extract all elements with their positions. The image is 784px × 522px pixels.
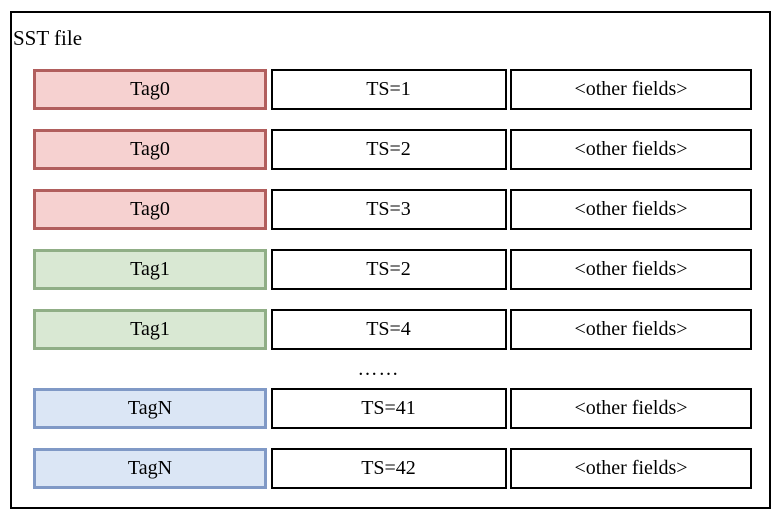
sst-record-row: Tag0 TS=2 <other fields> xyxy=(33,129,752,170)
other-fields-cell: <other fields> xyxy=(510,129,752,170)
other-fields-label: <other fields> xyxy=(574,457,688,479)
tag-cell: Tag1 xyxy=(33,249,267,290)
timestamp-label: TS=2 xyxy=(366,138,411,160)
timestamp-cell: TS=2 xyxy=(270,249,507,290)
diagram-title: SST file xyxy=(13,26,83,50)
timestamp-label: TS=1 xyxy=(366,78,411,100)
tag-label: Tag1 xyxy=(130,318,170,340)
timestamp-label: TS=4 xyxy=(366,318,411,340)
sst-record-row: Tag1 TS=4 <other fields> xyxy=(33,309,752,350)
tag-cell: Tag1 xyxy=(33,309,267,350)
sst-record-row: Tag0 TS=1 <other fields> xyxy=(33,69,752,110)
sst-record-row: Tag1 TS=2 <other fields> xyxy=(33,249,752,290)
other-fields-label: <other fields> xyxy=(574,397,688,419)
tag-label: Tag0 xyxy=(130,198,170,220)
other-fields-cell: <other fields> xyxy=(510,388,752,429)
other-fields-cell: <other fields> xyxy=(510,448,752,489)
other-fields-label: <other fields> xyxy=(574,258,688,280)
tag-cell: Tag0 xyxy=(33,69,267,110)
tag-label: TagN xyxy=(127,397,173,419)
timestamp-cell: TS=41 xyxy=(270,388,507,429)
other-fields-label: <other fields> xyxy=(574,318,688,340)
tag-label: Tag1 xyxy=(130,258,170,280)
tag-label: TagN xyxy=(127,457,173,479)
other-fields-cell: <other fields> xyxy=(510,69,752,110)
timestamp-cell: TS=4 xyxy=(270,309,507,350)
other-fields-cell: <other fields> xyxy=(510,189,752,230)
other-fields-label: <other fields> xyxy=(574,198,688,220)
tag-cell: Tag0 xyxy=(33,189,267,230)
sst-record-row: TagN TS=42 <other fields> xyxy=(33,448,752,489)
other-fields-label: <other fields> xyxy=(574,78,688,100)
rows-container: Tag0 TS=1 <other fields> Tag0 TS=2 <othe… xyxy=(33,69,752,489)
other-fields-cell: <other fields> xyxy=(510,249,752,290)
timestamp-label: TS=3 xyxy=(366,198,411,220)
sst-record-row: Tag0 TS=3 <other fields> xyxy=(33,189,752,230)
timestamp-label: TS=42 xyxy=(361,457,416,479)
timestamp-cell: TS=3 xyxy=(270,189,507,230)
sst-file-box: SST file Tag0 TS=1 <other fields> Tag0 T… xyxy=(10,11,771,509)
other-fields-label: <other fields> xyxy=(574,138,688,160)
timestamp-cell: TS=2 xyxy=(270,129,507,170)
sst-record-row: TagN TS=41 <other fields> xyxy=(33,388,752,429)
tag-cell: TagN xyxy=(33,448,267,489)
tag-label: Tag0 xyxy=(130,78,170,100)
tag-cell: Tag0 xyxy=(33,129,267,170)
timestamp-label: TS=2 xyxy=(366,258,411,280)
tag-label: Tag0 xyxy=(130,138,170,160)
ellipsis-label: …… xyxy=(357,357,400,380)
timestamp-label: TS=41 xyxy=(361,397,416,419)
timestamp-cell: TS=42 xyxy=(270,448,507,489)
timestamp-cell: TS=1 xyxy=(270,69,507,110)
other-fields-cell: <other fields> xyxy=(510,309,752,350)
ellipsis-row: …… xyxy=(19,350,738,388)
tag-cell: TagN xyxy=(33,388,267,429)
